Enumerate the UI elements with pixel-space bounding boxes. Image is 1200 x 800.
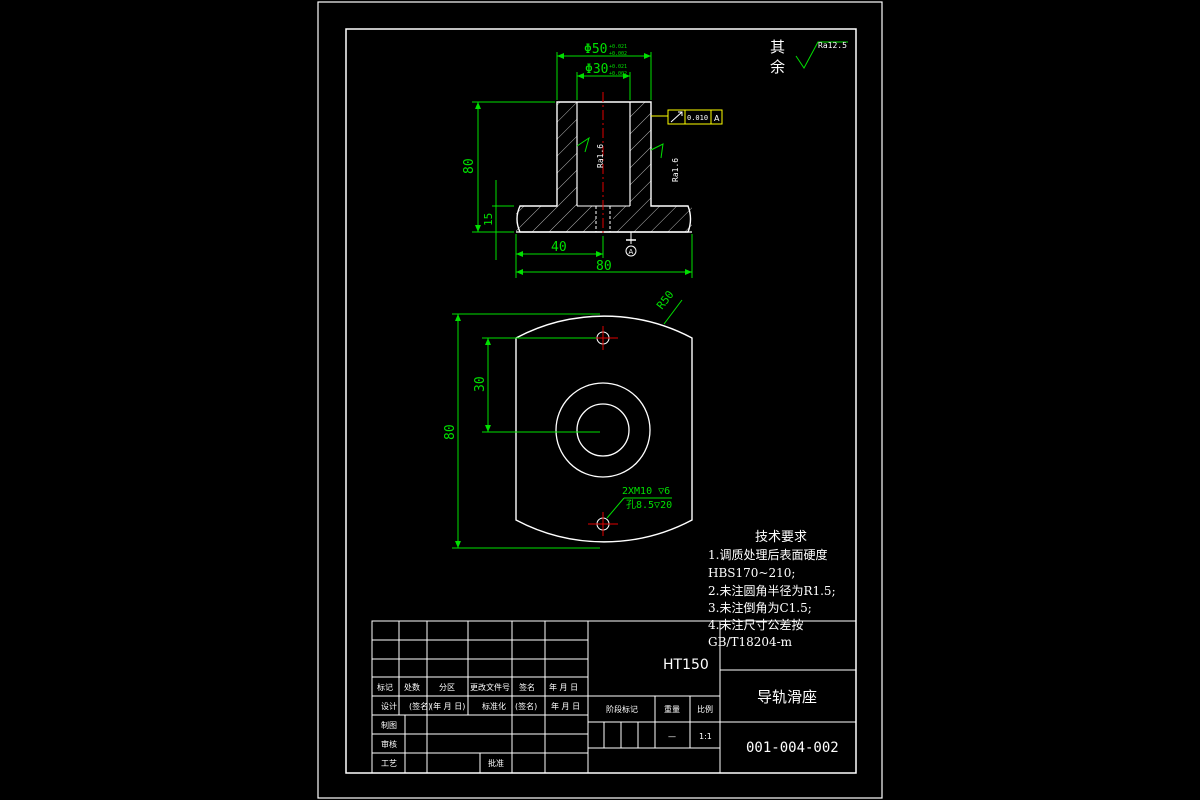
svg-text:80: 80 — [596, 259, 612, 274]
drawing-number: 001-004-002 — [746, 740, 839, 756]
svg-text:年 月 日: 年 月 日 — [551, 701, 580, 711]
svg-text:HBS170~210;: HBS170~210; — [708, 566, 795, 580]
outer-border — [317, 1, 883, 799]
inner-border — [345, 28, 857, 774]
svg-text:—: — — [668, 732, 676, 741]
svg-text:GB/T18204-m: GB/T18204-m — [708, 635, 793, 649]
svg-text:Ra12.5: Ra12.5 — [818, 41, 847, 50]
svg-text:(年 月 日): (年 月 日) — [430, 701, 465, 711]
svg-text:1.调质处理后表面硬度: 1.调质处理后表面硬度 — [708, 547, 827, 562]
svg-text:签名: 签名 — [519, 682, 535, 692]
svg-text:孔8.5▽20: 孔8.5▽20 — [626, 499, 672, 511]
material-label: HT150 — [663, 657, 709, 673]
svg-text:A: A — [714, 114, 720, 123]
svg-text:+0.021: +0.021 — [609, 44, 627, 50]
outer-roughness-icon — [650, 143, 664, 159]
svg-text:Ra1.6: Ra1.6 — [671, 158, 680, 182]
part-name: 导轨滑座 — [757, 688, 817, 706]
svg-text:Φ30: Φ30 — [585, 62, 608, 77]
svg-text:A: A — [629, 248, 634, 256]
svg-text:Φ50: Φ50 — [584, 42, 607, 57]
svg-text:批准: 批准 — [488, 758, 504, 768]
svg-text:分区: 分区 — [439, 683, 455, 692]
svg-text:余: 余 — [770, 58, 785, 76]
svg-text:审核: 审核 — [381, 739, 397, 749]
svg-text:2.未注圆角半径为R1.5;: 2.未注圆角半径为R1.5; — [708, 583, 836, 598]
svg-text:重量: 重量 — [664, 704, 680, 714]
svg-text:80: 80 — [443, 424, 458, 440]
roughness-symbol-icon — [795, 41, 848, 69]
top-view — [515, 315, 693, 543]
front-view-dimensions — [472, 52, 693, 278]
svg-text:处数: 处数 — [404, 682, 420, 692]
svg-text:15: 15 — [482, 213, 495, 226]
svg-text:更改文件号: 更改文件号 — [470, 682, 510, 692]
svg-text:40: 40 — [551, 240, 567, 255]
svg-text:Ra1.6: Ra1.6 — [596, 144, 605, 168]
title-block-text: HT150 导轨滑座 001-004-002 标记 处数 分区 更改文件号 签名… — [377, 657, 839, 768]
svg-text:30: 30 — [473, 376, 488, 392]
svg-text:4.未注尺寸公差按: 4.未注尺寸公差按 — [708, 617, 803, 632]
svg-text:其: 其 — [770, 38, 785, 56]
title-block-grid — [371, 620, 857, 774]
svg-text:年 月 日: 年 月 日 — [549, 682, 578, 692]
runout-arrow-icon — [670, 111, 683, 123]
bore-roughness-icon — [576, 136, 590, 153]
svg-text:3.未注倒角为C1.5;: 3.未注倒角为C1.5; — [708, 600, 812, 615]
svg-text:标记: 标记 — [377, 682, 393, 692]
svg-text:比例: 比例 — [697, 704, 713, 714]
svg-text:标准化: 标准化 — [482, 701, 506, 711]
tolerance-frame — [667, 109, 723, 125]
svg-text:(签名): (签名) — [515, 701, 537, 711]
technical-requirements: 技术要求 1.调质处理后表面硬度 HBS170~210; 2.未注圆角半径为R1… — [708, 530, 836, 649]
svg-text:+0.002: +0.002 — [609, 51, 627, 57]
svg-text:80: 80 — [462, 158, 477, 174]
svg-text:+0.021: +0.021 — [609, 64, 627, 70]
svg-text:0.010: 0.010 — [687, 114, 708, 122]
svg-text:(签名): (签名) — [409, 701, 431, 711]
tech-req-title: 技术要求 — [755, 530, 807, 545]
svg-text:2XM10 ▽6: 2XM10 ▽6 — [622, 486, 670, 497]
roughness-note: 其 余 Ra12.5 — [770, 38, 848, 76]
front-view-dimension-text: Φ50 +0.021 +0.002 Φ30 +0.021 +0.002 80 1… — [462, 42, 627, 274]
svg-text:R50: R50 — [654, 288, 676, 312]
svg-text:制图: 制图 — [381, 720, 397, 730]
front-section-view: Ra1.6 Ra1.6 A 0.010 A — [516, 92, 723, 257]
svg-text:1:1: 1:1 — [699, 732, 712, 741]
svg-text:+0.002: +0.002 — [609, 71, 627, 77]
top-view-dimensions — [452, 299, 683, 549]
svg-text:工艺: 工艺 — [381, 759, 397, 768]
svg-text:设计: 设计 — [381, 701, 397, 711]
svg-text:阶段标记: 阶段标记 — [606, 704, 638, 714]
